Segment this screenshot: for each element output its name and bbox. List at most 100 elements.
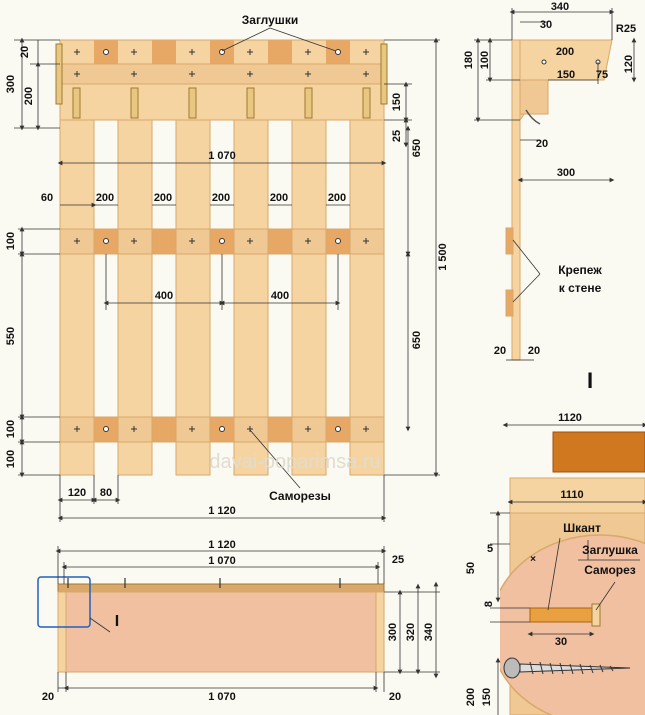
- label-wall-mount-2: к стене: [559, 281, 602, 295]
- slat-1: [59, 119, 95, 476]
- dim-100-side: 100: [479, 51, 491, 69]
- label-dowel: Шкант: [563, 521, 601, 535]
- hooks: [72, 87, 371, 119]
- detail-mark-large: I: [587, 368, 593, 393]
- dim-80: 80: [100, 487, 112, 499]
- slat-4: [233, 119, 269, 476]
- detail-board: [509, 477, 645, 514]
- top-screws: [67, 578, 341, 588]
- dim-20-side: 20: [536, 138, 548, 150]
- label-plug: Заглушка: [582, 543, 638, 557]
- side-mount-lower: [505, 289, 514, 317]
- dim-100-lower-a: 100: [5, 420, 17, 438]
- hook-4: [246, 87, 255, 119]
- hook-1: [72, 87, 81, 119]
- side-dimensions: [474, 8, 637, 361]
- dim-200-c: 200: [212, 192, 230, 204]
- dim-300: 300: [5, 75, 17, 93]
- slat-2: [117, 119, 153, 476]
- dim-150-side: 150: [557, 69, 575, 81]
- dim-100-lower-b: 100: [5, 450, 17, 468]
- dim-100-upper: 100: [5, 232, 17, 250]
- shelf-back-board: [59, 83, 385, 121]
- dim-120: 120: [68, 487, 86, 499]
- dim-top-1070-bottom: 1 070: [208, 691, 236, 703]
- detail-mark-small: I: [115, 613, 119, 630]
- label-screws: Саморезы: [269, 489, 331, 503]
- front-dimensions: [14, 27, 440, 522]
- dim-top-20: 20: [42, 691, 54, 703]
- side-mount-upper: [505, 227, 514, 255]
- slat-5: [291, 119, 327, 476]
- dim-30: 30: [540, 19, 552, 31]
- plug-marks: [103, 49, 341, 432]
- dim-detail-200: 200: [465, 688, 477, 706]
- dim-1070-top: 1 070: [208, 150, 236, 162]
- dim-200-a: 200: [96, 192, 114, 204]
- shelf-body: [63, 591, 379, 673]
- shelf-top-blocks: [94, 40, 350, 64]
- top-dimension-labels: 1 120 1 070 25 300 320 340 20 1 070 20 I: [42, 539, 435, 703]
- dim-detail-150: 150: [481, 688, 493, 706]
- label-screw: Саморез: [584, 563, 636, 577]
- detail-view: I 1120: [465, 368, 645, 715]
- dim-20-top: 20: [19, 46, 31, 58]
- dim-75: 75: [596, 69, 608, 81]
- dim-top-1120: 1 120: [208, 539, 236, 551]
- dim-top-25: 25: [392, 554, 404, 566]
- shelf-front-board: [59, 63, 385, 85]
- dim-340: 340: [551, 1, 569, 13]
- label-plugs: Заглушки: [242, 13, 298, 27]
- dim-detail-1120: 1120: [558, 412, 582, 424]
- front-view: [55, 39, 388, 476]
- dim-200-e: 200: [328, 192, 346, 204]
- dowel: [529, 607, 593, 623]
- detail-x-mark: ×: [530, 554, 536, 565]
- detail-top-piece: [552, 431, 645, 473]
- dim-180: 180: [463, 51, 475, 69]
- dim-400-a: 400: [155, 290, 173, 302]
- dim-detail-5: 5: [487, 543, 493, 555]
- hook-6: [362, 87, 371, 119]
- dim-r25: R25: [616, 23, 636, 35]
- dim-top-20-right: 20: [389, 691, 401, 703]
- dim-top-320: 320: [405, 623, 417, 641]
- dim-650-top: 650: [411, 139, 423, 157]
- screw-marks: [74, 49, 369, 432]
- dim-top-340: 340: [423, 623, 435, 641]
- top-dimensions: [55, 546, 440, 692]
- slat-6: [349, 119, 385, 476]
- detail-dimension-labels: 1120 1110 5 50 8 30 200 150 × Шкант Загл…: [465, 412, 638, 706]
- dim-550: 550: [5, 327, 17, 345]
- top-view: [37, 576, 385, 673]
- dim-detail-8: 8: [483, 601, 495, 607]
- label-wall-mount-1: Крепеж: [558, 263, 602, 277]
- top-board: [57, 583, 385, 593]
- hook-3: [188, 87, 197, 119]
- side-view: [505, 39, 613, 361]
- dim-300-side: 300: [557, 167, 575, 179]
- hook-5: [304, 87, 313, 119]
- watermark: davai-poparimsa.ru: [209, 451, 380, 473]
- dim-400-b: 400: [271, 290, 289, 302]
- dim-120-side: 120: [623, 55, 635, 73]
- dim-1500: 1 500: [437, 243, 449, 271]
- screw-detail: [503, 657, 631, 679]
- dim-200-left: 200: [23, 87, 35, 105]
- front-dimension-labels: 20 300 200 150 25 1 070 650 60 200 200 2…: [5, 13, 449, 517]
- dim-60: 60: [41, 192, 53, 204]
- dim-650-bottom: 650: [411, 331, 423, 349]
- dim-top-1070: 1 070: [208, 555, 236, 567]
- dim-detail-30: 30: [555, 636, 567, 648]
- dim-150: 150: [391, 93, 403, 111]
- dim-detail-50: 50: [465, 562, 477, 574]
- dim-200-side: 200: [556, 46, 574, 58]
- side-dimension-labels: 340 30 R25 200 180 100 150 75 120 20 300…: [463, 1, 636, 357]
- dim-detail-1110: 1110: [560, 489, 583, 501]
- dim-200-b: 200: [154, 192, 172, 204]
- hook-2: [130, 87, 139, 119]
- dim-top-300: 300: [387, 623, 399, 641]
- dim-1120: 1 120: [208, 505, 236, 517]
- dim-20-left: 20: [494, 345, 506, 357]
- front-slats: [59, 119, 385, 476]
